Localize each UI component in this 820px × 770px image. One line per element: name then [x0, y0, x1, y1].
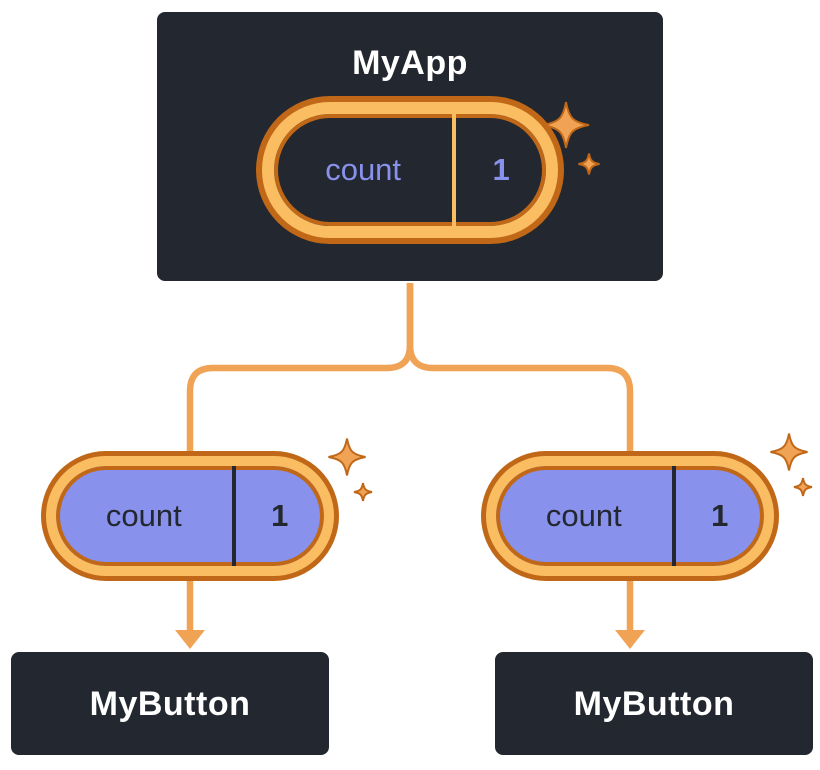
state-key: count [325, 152, 402, 187]
component-node-myapp: MyApp count 1 [155, 10, 665, 283]
pill-divider [231, 466, 236, 566]
state-value: 1 [492, 152, 510, 187]
pill-divider [452, 114, 457, 226]
pill-divider [671, 466, 676, 566]
down-arrow-left-head-icon [175, 630, 205, 649]
prop-pill-right: count 1 [486, 456, 774, 576]
component-title-mybutton-left: MyButton [89, 684, 251, 723]
state-pill-root: count 1 [262, 102, 558, 238]
sparkle-icon-large [329, 439, 366, 476]
component-title-mybutton-right: MyButton [573, 684, 735, 723]
component-node-mybutton-left: MyButton [9, 650, 331, 757]
component-node-mybutton-right: MyButton [493, 650, 815, 757]
prop-pill-left: count 1 [46, 456, 334, 576]
prop-value: 1 [271, 498, 289, 533]
connector-line-right [406, 283, 634, 456]
sparkle-icon-small [794, 478, 812, 496]
component-title-myapp: MyApp [352, 44, 468, 82]
prop-value: 1 [711, 498, 729, 533]
sparkle-icon-small [354, 483, 372, 501]
connector-line-left [186, 283, 414, 456]
prop-key: count [545, 498, 622, 533]
sparkle-icon-large [771, 434, 808, 471]
down-arrow-right-head-icon [615, 630, 645, 649]
prop-key: count [105, 498, 182, 533]
